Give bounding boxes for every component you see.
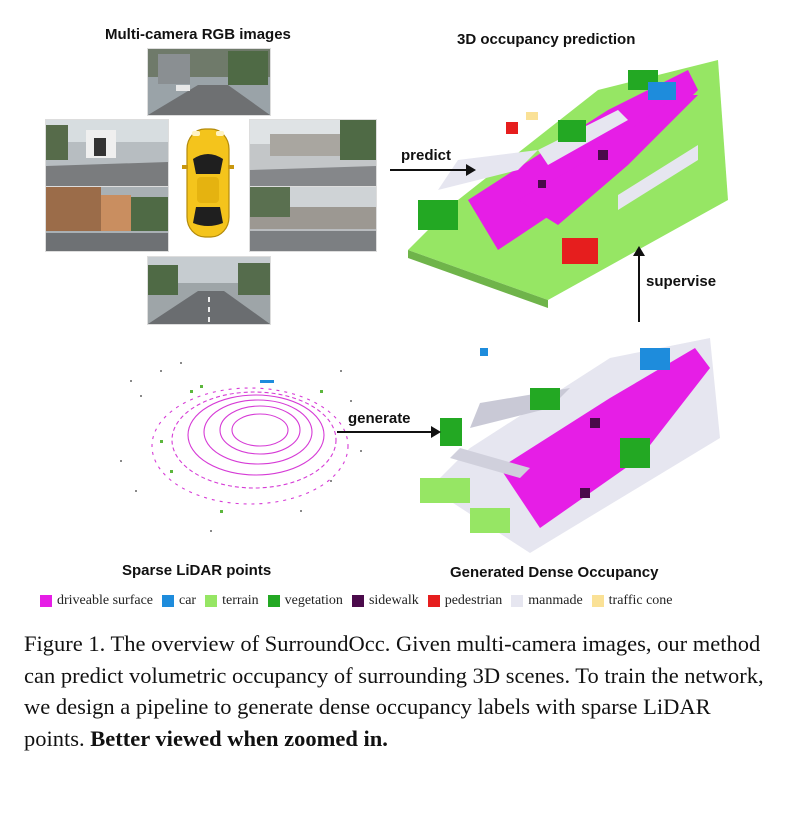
supervise-label: supervise — [646, 273, 717, 290]
predict-label: predict — [401, 147, 452, 164]
predict-arrow — [390, 164, 476, 176]
generate-label: generate — [348, 410, 411, 427]
legend-label: manmade — [528, 593, 583, 608]
figure-caption: Figure 1. The overview of SurroundOcc. G… — [24, 628, 766, 754]
caption-bold-text: Better viewed when zoomed in. — [90, 725, 388, 751]
camera-front-image — [147, 48, 271, 116]
camera-back-left-image — [45, 186, 169, 252]
camera-back-right-image — [249, 186, 377, 252]
legend-label: terrain — [222, 593, 259, 608]
lidar-points-title: Sparse LiDAR points — [122, 562, 272, 579]
caption-text: Figure 1. The overview of SurroundOcc. G… — [24, 631, 764, 751]
legend-item: car — [162, 593, 196, 609]
legend-label: traffic cone — [608, 593, 673, 608]
figure: Multi-camera RGB images 3D occupancy pre… — [40, 26, 760, 612]
legend-item: manmade — [511, 593, 583, 609]
legend-swatch — [267, 595, 280, 607]
legend-label: car — [179, 593, 197, 608]
generate-arrow — [337, 426, 441, 438]
legend-item: pedestrian — [427, 593, 503, 609]
legend-item: terrain — [205, 593, 259, 609]
legend-swatch — [40, 595, 52, 607]
class-legend: driveable surface car terrain vegetation sid… — [40, 590, 760, 612]
legend-swatch — [427, 595, 440, 607]
ego-car-image — [170, 119, 246, 250]
legend-item: sidewalk — [351, 593, 419, 609]
legend-swatch — [591, 595, 604, 607]
legend-label: pedestrian — [444, 593, 503, 608]
legend-item: vegetation — [267, 593, 343, 609]
camera-front-left-image — [45, 119, 169, 187]
rgb-images-title: Multi-camera RGB images — [105, 26, 291, 43]
dense-occupancy-title: Generated Dense Occupancy — [450, 564, 659, 581]
lidar-points-render — [120, 362, 362, 532]
legend-swatch — [162, 595, 174, 607]
legend-label: driveable surface — [57, 593, 153, 608]
legend-label: sidewalk — [368, 593, 419, 608]
supervise-arrow — [633, 246, 645, 322]
legend-swatch — [205, 595, 218, 607]
camera-front-right-image — [249, 119, 377, 187]
occupancy-prediction-render — [408, 60, 728, 308]
legend-item: traffic cone — [591, 593, 673, 609]
legend-swatch — [511, 595, 524, 607]
camera-back-image — [147, 256, 271, 325]
legend-swatch — [351, 595, 364, 607]
occupancy-prediction-title: 3D occupancy prediction — [457, 31, 636, 48]
legend-label: vegetation — [284, 593, 343, 608]
legend-item: driveable surface — [40, 593, 153, 609]
dense-occupancy-render — [420, 338, 720, 553]
